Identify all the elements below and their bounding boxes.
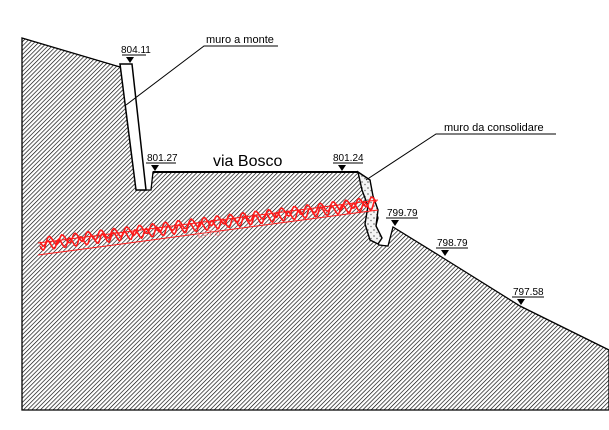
svg-text:801.24: 801.24 <box>333 153 364 164</box>
consolidate-wall-leader <box>365 133 556 181</box>
elevation-marker-801-27: 801.27 <box>146 153 178 171</box>
upper-wall <box>119 63 147 191</box>
svg-text:798.79: 798.79 <box>437 238 468 249</box>
wall-to-consolidate <box>356 170 383 245</box>
anchor-note: L=7.0 <box>197 227 221 240</box>
elevation-marker-801-24: 801.24 <box>333 153 364 171</box>
wall-to-consolidate-label: muro da consolidare <box>444 122 544 134</box>
elevation-marker-799-79: 799.79 <box>386 208 418 226</box>
svg-text:804.11: 804.11 <box>121 45 151 56</box>
upper-wall-leader <box>125 45 278 106</box>
elevation-marker-798-79: 798.79 <box>436 238 468 256</box>
anchor-line-lower <box>37 209 379 256</box>
elevation-marker-797-58: 797.58 <box>512 287 544 305</box>
ground-section <box>21 37 609 411</box>
upper-wall-label: muro a monte <box>206 34 274 46</box>
svg-text:797.58: 797.58 <box>513 287 544 298</box>
svg-text:801.27: 801.27 <box>147 153 178 164</box>
anchor-wave-lower <box>39 199 376 252</box>
anchor-wave-upper <box>39 196 377 248</box>
road-name-label: via Bosco <box>213 153 282 170</box>
svg-text:799.79: 799.79 <box>387 208 418 219</box>
elevation-marker-804-11: 804.11 <box>121 45 151 63</box>
